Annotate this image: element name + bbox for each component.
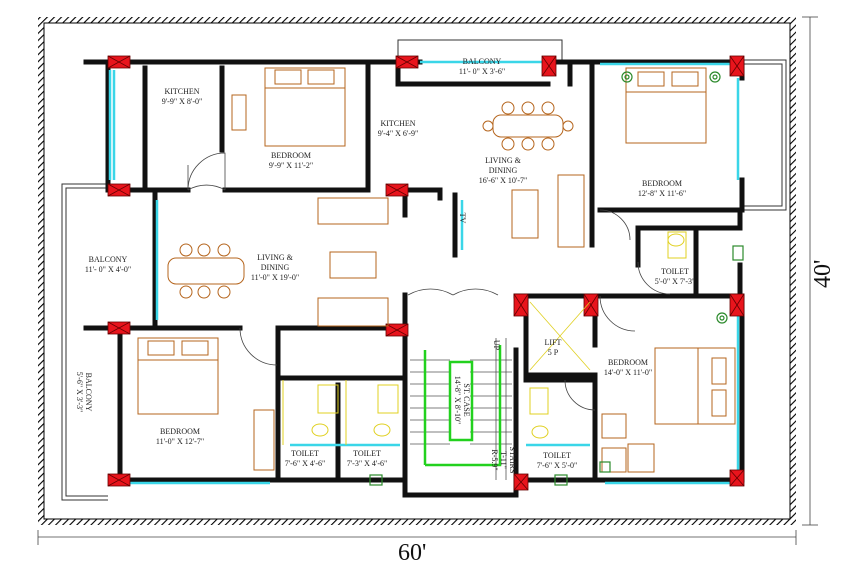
- toilet-b3-name: TOILET: [543, 451, 571, 460]
- toilet-fixtures: [282, 231, 687, 445]
- living-right-name2: DINING: [489, 166, 518, 175]
- staircase-size: 14'-8" X 8'-10": [453, 376, 462, 425]
- toilet-b1-name: TOILET: [291, 449, 319, 458]
- kitchen-mid-name: KITCHEN: [380, 119, 415, 128]
- tv-label: TV: [458, 213, 467, 224]
- width-dimension: 60': [398, 540, 426, 566]
- bedroom-tr-size: 12'-8" X 11'-6": [638, 189, 686, 198]
- stairs-name: STAIRS: [508, 447, 517, 474]
- stairs-treads: T-11": [499, 451, 508, 469]
- bedroom-bl-size: 11'-0" X 12'-7": [156, 437, 204, 446]
- room-labels: KITCHEN 9'-9" X 8'-0" BEDROOM 9'-9" X 11…: [75, 57, 695, 473]
- kitchen-left-name: KITCHEN: [164, 87, 199, 96]
- lift: [529, 301, 591, 371]
- living-right-name: LIVING &: [485, 156, 522, 165]
- site-boundary: [38, 17, 796, 525]
- living-left-size: 11'-0" X 19'-0": [251, 273, 299, 282]
- living-left-name2: DINING: [261, 263, 290, 272]
- height-dimension: 40': [810, 260, 836, 288]
- living-left-name: LIVING &: [257, 253, 294, 262]
- bedroom-top-size: 9'-9" X 11'-2": [269, 161, 313, 170]
- column-crosses: [107, 55, 745, 491]
- toilet-b2-name: TOILET: [353, 449, 381, 458]
- furniture: [137, 67, 736, 473]
- balcony-bl-name: BALCONY: [84, 373, 93, 412]
- kitchen-left-size: 9'-9" X 8'-0": [162, 97, 203, 106]
- up-label: UP: [492, 340, 501, 351]
- bedroom-top-name: BEDROOM: [271, 151, 311, 160]
- toilet-b2-size: 7'-3" X 4'-6": [347, 459, 388, 468]
- balcony-outlines: [61, 39, 787, 501]
- staircase: [410, 338, 512, 480]
- plants: [369, 71, 744, 486]
- balcony-left-name: BALCONY: [89, 255, 128, 264]
- toilet-b1-size: 7'-6" X 4'-6": [285, 459, 326, 468]
- doors: [187, 152, 671, 411]
- windows: [108, 60, 740, 485]
- bedroom-br-name: BEDROOM: [608, 358, 648, 367]
- toilet-r-size: 5'-0" X 7'-3": [655, 277, 696, 286]
- living-right-size: 16'-6" X 10'-7": [479, 176, 528, 185]
- dimension-lines: [37, 16, 818, 545]
- stairs-risers: R-5.9": [490, 449, 499, 470]
- balcony-left-size: 11'- 0" X 4'-0": [85, 265, 131, 274]
- toilet-r-name: TOILET: [661, 267, 689, 276]
- kitchen-mid-size: 9'-4" X 6'-9": [378, 129, 419, 138]
- bedroom-bl-name: BEDROOM: [160, 427, 200, 436]
- lift-name: LIFT: [545, 338, 562, 347]
- balcony-bl-size: 5'-6" X 3'-3": [75, 372, 84, 413]
- staircase-name: ST. CASE: [462, 383, 471, 416]
- toilet-b3-size: 7'-6" X 5'-0": [537, 461, 578, 470]
- bedroom-br-size: 14'-0" X 11'-0": [604, 368, 652, 377]
- lift-size: 5 P: [548, 348, 559, 357]
- bedroom-tr-name: BEDROOM: [642, 179, 682, 188]
- balcony-top-name: BALCONY: [463, 57, 502, 66]
- balcony-top-size: 11'- 0" X 3'-6": [459, 67, 505, 76]
